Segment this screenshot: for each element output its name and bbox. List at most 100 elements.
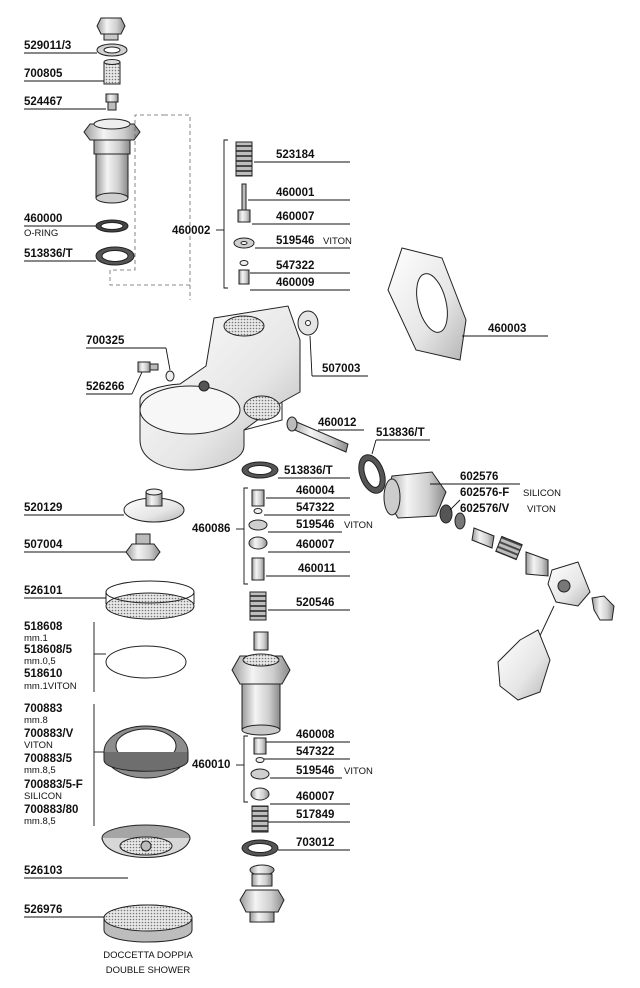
label-460008: 460008: [266, 729, 350, 743]
label-526103: 526103: [24, 865, 128, 879]
svg-text:547322: 547322: [296, 746, 334, 758]
label-518608-group: 518608 mm.1 518608/5 mm.0,5 518610 mm.1V…: [24, 621, 106, 692]
svg-text:529011/3: 529011/3: [24, 40, 71, 52]
bracket-460086: 460086: [192, 487, 248, 585]
svg-text:700883/80: 700883/80: [24, 804, 78, 816]
group-head-body-part: [139, 305, 301, 471]
svg-text:518608: 518608: [24, 621, 63, 633]
svg-text:700883/5-F: 700883/5-F: [24, 779, 83, 791]
svg-text:507004: 507004: [24, 539, 63, 551]
label-602576: 602576: [430, 471, 520, 485]
label-526101: 526101: [24, 585, 106, 599]
svg-text:519546: 519546: [296, 519, 334, 531]
screen-526101-part: [105, 580, 195, 620]
spring-520546-part: [249, 591, 267, 621]
assembly-dashed-outline: [109, 114, 191, 286]
svg-text:700805: 700805: [24, 68, 63, 80]
svg-text:547322: 547322: [276, 260, 314, 272]
svg-text:mm.8,5: mm.8,5: [24, 765, 56, 776]
svg-text:518610: 518610: [24, 668, 62, 680]
svg-text:460086: 460086: [192, 523, 230, 535]
filter-mesh-700805-part: [103, 59, 121, 85]
gasket-513836t-mid-part: [358, 454, 386, 494]
svg-text:700883/V: 700883/V: [24, 728, 74, 740]
oring-460000-part: [95, 219, 129, 233]
label-526266: 526266: [86, 371, 143, 395]
gasket-602576f-part: [439, 504, 453, 524]
label-547322-b: 547322: [264, 502, 350, 516]
label-703012: 703012: [278, 837, 350, 851]
svg-text:460011: 460011: [298, 563, 336, 575]
svg-text:526101: 526101: [24, 585, 63, 597]
svg-text:SILICON: SILICON: [523, 488, 561, 499]
stem-460012-part: [286, 416, 349, 453]
bottom-fitting-part: [239, 864, 285, 923]
svg-text:460010: 460010: [192, 759, 230, 771]
svg-text:mm.0,5: mm.0,5: [24, 656, 56, 667]
bracket-460002: 460002: [172, 139, 228, 289]
label-520546: 520546: [268, 597, 350, 611]
svg-text:VITON: VITON: [24, 740, 53, 751]
ring-547322-c-part: [255, 757, 265, 763]
pin-460009-part: [238, 269, 250, 285]
svg-text:DOCCETTA DOPPIA: DOCCETTA DOPPIA: [103, 950, 193, 961]
svg-text:mm.1VITON: mm.1VITON: [24, 681, 77, 692]
jet-524467-part: [105, 93, 119, 111]
svg-text:460012: 460012: [318, 417, 356, 429]
label-460012: 460012: [318, 417, 364, 431]
label-700805: 700805: [24, 68, 104, 82]
svg-text:513836/T: 513836/T: [376, 427, 425, 439]
svg-text:460007: 460007: [276, 211, 314, 223]
label-700883-group: 700883 mm.8 700883/V VITON 700883/5 mm.8…: [24, 703, 104, 827]
ring-547322-a-part: [239, 260, 249, 266]
label-513836t-top: 513836/T: [24, 248, 96, 262]
pin-460001-part: [241, 183, 247, 211]
seal-519546-a-part: [233, 237, 255, 249]
spring-517849-part: [251, 805, 269, 833]
valve-body-602576-part: [383, 471, 447, 519]
gasket-703012-part: [241, 839, 279, 857]
diffuser-520129-part: [123, 488, 185, 523]
seal-519546-b-part: [248, 519, 268, 531]
svg-text:523184: 523184: [276, 149, 315, 161]
svg-text:700883: 700883: [24, 703, 62, 715]
svg-text:547322: 547322: [296, 502, 334, 514]
valve-460007-b-part: [248, 536, 268, 550]
svg-text:519546: 519546: [296, 765, 334, 777]
label-519546-c: 519546 VITON: [270, 765, 373, 779]
svg-text:460007: 460007: [296, 539, 334, 551]
svg-text:DOUBLE SHOWER: DOUBLE SHOWER: [106, 965, 191, 976]
pin-460011-part: [251, 557, 265, 581]
pin-460008-part: [253, 737, 267, 755]
label-507004: 507004: [24, 539, 126, 553]
label-547322-c: 547322: [264, 746, 350, 760]
svg-text:SILICON: SILICON: [24, 791, 62, 802]
label-519546-b: 519546 VITON: [268, 519, 373, 533]
label-460007-b: 460007: [268, 539, 350, 553]
label-602576f: 602576-F SILICON: [449, 487, 561, 511]
svg-text:460003: 460003: [488, 323, 526, 335]
label-524467: 524467: [24, 96, 106, 110]
svg-text:VITON: VITON: [344, 766, 373, 777]
top-nut-part: [96, 17, 126, 41]
svg-text:524467: 524467: [24, 96, 62, 108]
svg-text:460000: 460000: [24, 213, 62, 225]
label-526976: 526976: [24, 904, 104, 918]
union-body-part: [83, 118, 141, 204]
right-valve-parts: [471, 527, 615, 701]
svg-text:VITON: VITON: [344, 520, 373, 531]
svg-text:520546: 520546: [296, 597, 334, 609]
label-517849: 517849: [268, 809, 350, 823]
spring-523184-part: [235, 141, 253, 177]
svg-text:526103: 526103: [24, 865, 62, 877]
svg-text:526976: 526976: [24, 904, 62, 916]
svg-text:O-RING: O-RING: [24, 228, 58, 239]
label-519546-a: 519546 VITON: [255, 235, 352, 249]
svg-text:mm.8: mm.8: [24, 715, 48, 726]
shower-526103-part: [101, 824, 191, 858]
label-460007-a: 460007: [252, 211, 350, 225]
valve-460007-a-part: [237, 209, 251, 223]
double-shower-caption: DOCCETTA DOPPIA DOUBLE SHOWER: [103, 950, 193, 976]
label-460007-c: 460007: [270, 791, 350, 805]
